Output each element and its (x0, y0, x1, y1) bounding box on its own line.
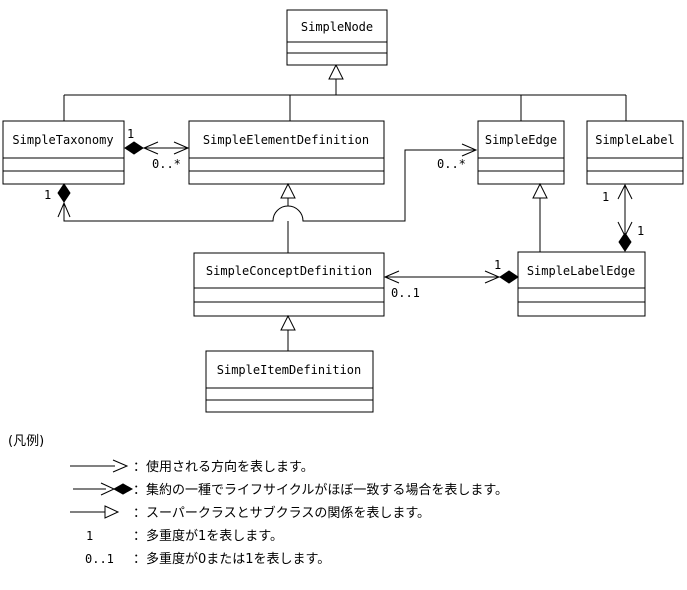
class-name: SimpleLabel (595, 133, 674, 147)
class-rect (193, 252, 385, 317)
generalization-conceptdefinition-elementdefinition (280, 182, 296, 253)
class-box-simplenode: SimpleNode (286, 9, 388, 66)
arrowhead-up-icon (617, 183, 633, 200)
multiplicity-label: 1 (494, 258, 501, 272)
association-taxonomy-edge: 1 0..* (44, 143, 478, 222)
legend-symbol: 1 (86, 529, 93, 543)
class-name: SimpleLabelEdge (527, 264, 635, 278)
class-box-simpleelementdefinition: SimpleElementDefinition (188, 120, 385, 185)
legend-symbol: 0..1 (85, 552, 114, 566)
generalization-bus (63, 63, 627, 121)
class-name: SimpleTaxonomy (12, 133, 113, 147)
class-name: SimpleItemDefinition (217, 363, 362, 377)
aggregation-diamond-icon (618, 232, 632, 252)
class-name: SimpleNode (301, 20, 373, 34)
legend: (凡例) ：使用される方向を表します。 ：集約の一種でライフサイクルがほぼ一致す… (8, 434, 508, 567)
class-rect (205, 350, 374, 413)
arrowhead-left-icon (142, 141, 159, 155)
class-rect (517, 251, 646, 317)
arrowhead-right-icon (484, 270, 501, 284)
class-box-simplelabeledge: SimpleLabelEdge (517, 251, 646, 317)
arrowhead-right-icon (112, 459, 129, 473)
class-box-simpleitemdefinition: SimpleItemDefinition (205, 350, 374, 413)
multiplicity-label: 0..* (437, 157, 466, 171)
association-conceptdefinition-labeledge: 0..1 1 (383, 258, 519, 300)
legend-text: ：多重度が1を表します。 (133, 528, 283, 544)
multiplicity-label: 0..* (152, 157, 181, 171)
class-box-simpleedge: SimpleEdge (477, 120, 565, 185)
legend-row-aggregation: ：集約の一種でライフサイクルがほぼ一致する場合を表します。 (73, 482, 508, 498)
legend-row-multiplicity-zero-or-one: 0..1 ：多重度が0または1を表します。 (85, 551, 330, 567)
legend-text: ：使用される方向を表します。 (133, 459, 314, 475)
multiplicity-label: 0..1 (391, 286, 420, 300)
class-rect (286, 9, 388, 66)
multiplicity-label: 1 (637, 224, 644, 238)
class-rect (188, 120, 385, 185)
multiplicity-label: 1 (127, 127, 134, 141)
class-rect (477, 120, 565, 185)
class-rect (2, 120, 125, 185)
class-box-simpleconceptdefinition: SimpleConceptDefinition (193, 252, 385, 317)
legend-row-generalization: ：スーパークラスとサブクラスの関係を表します。 (70, 505, 430, 521)
arrowhead-right-icon (173, 141, 190, 155)
association-label-labeledge: 1 1 (602, 183, 644, 252)
aggregation-diamond-icon (112, 483, 134, 495)
class-rect (586, 120, 684, 185)
multiplicity-label: 1 (44, 188, 51, 202)
class-box-simpletaxonomy: SimpleTaxonomy (2, 120, 125, 185)
generalization-triangle-icon (104, 505, 120, 519)
legend-heading: (凡例) (8, 434, 44, 449)
generalization-itemdefinition-conceptdefinition (280, 314, 296, 351)
association-taxonomy-elementdefinition: 1 0..* (124, 127, 190, 171)
legend-row-direction: ：使用される方向を表します。 (70, 459, 314, 475)
legend-text: ：多重度が0または1を表します。 (133, 551, 330, 567)
legend-row-multiplicity-one: 1 ：多重度が1を表します。 (86, 528, 283, 544)
multiplicity-label: 1 (602, 190, 609, 204)
legend-text: ：集約の一種でライフサイクルがほぼ一致する場合を表します。 (133, 482, 508, 498)
class-name: SimpleElementDefinition (203, 133, 369, 147)
class-name: SimpleEdge (485, 133, 557, 147)
association-path (63, 149, 476, 222)
class-box-simplelabel: SimpleLabel (586, 120, 684, 185)
class-name: SimpleConceptDefinition (206, 264, 372, 278)
legend-text: ：スーパークラスとサブクラスの関係を表します。 (133, 505, 430, 521)
aggregation-diamond-icon (499, 270, 519, 284)
arrowhead-right-icon (461, 143, 478, 157)
generalization-labeledge-edge (532, 182, 548, 252)
arrowhead-left-icon (383, 270, 400, 284)
